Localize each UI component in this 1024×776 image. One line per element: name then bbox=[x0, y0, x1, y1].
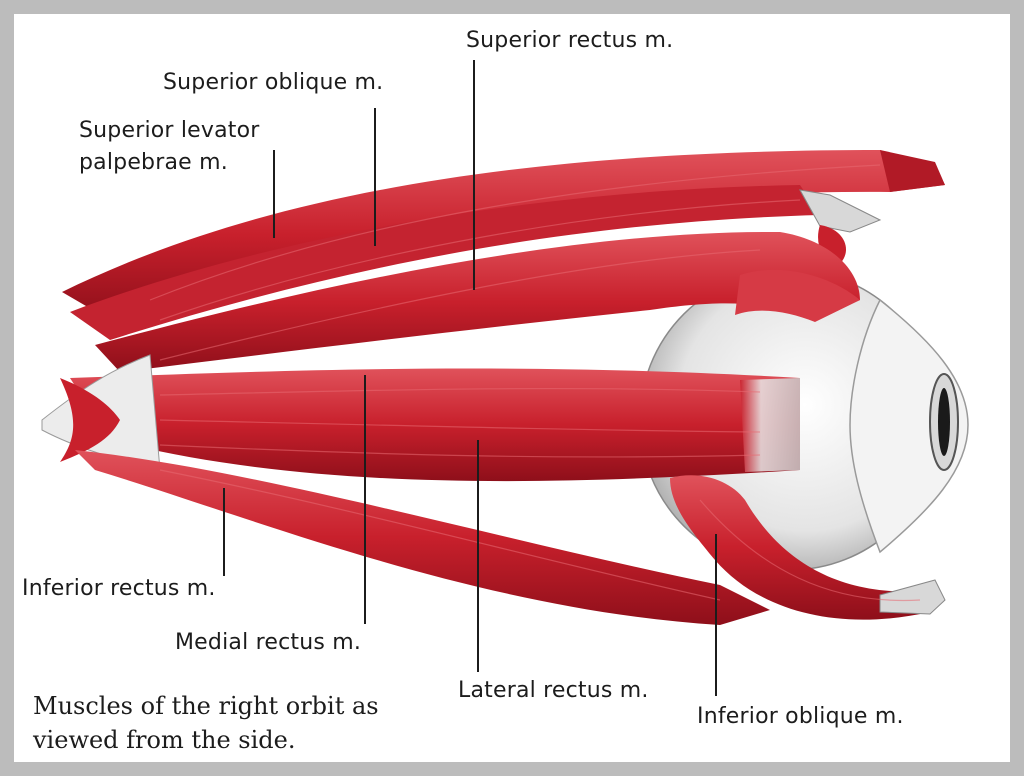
superior-rectus-muscle bbox=[95, 231, 860, 372]
inferior-rectus-muscle bbox=[75, 450, 770, 625]
label-lateral-rectus: Lateral rectus m. bbox=[458, 678, 649, 703]
leader-lines bbox=[223, 60, 717, 696]
caption-line1: Muscles of the right orbit as bbox=[33, 692, 379, 720]
label-superior-rectus: Superior rectus m. bbox=[466, 28, 674, 53]
cornea bbox=[849, 298, 969, 554]
label-medial-rectus: Medial rectus m. bbox=[175, 630, 362, 655]
label-inferior-rectus: Inferior rectus m. bbox=[22, 576, 216, 601]
label-levator-line1: Superior levator bbox=[79, 118, 260, 143]
muscle-striations bbox=[149, 164, 921, 602]
caption-line2: viewed from the side. bbox=[33, 726, 296, 754]
label-superior-oblique: Superior oblique m. bbox=[163, 70, 384, 95]
label-inferior-oblique: Inferior oblique m. bbox=[697, 704, 904, 729]
inferior-oblique-muscle bbox=[670, 475, 946, 620]
pupil-center bbox=[938, 388, 950, 456]
annulus-of-zinn bbox=[41, 354, 161, 471]
label-levator-line2: palpebrae m. bbox=[79, 150, 228, 175]
lateral-rectus-muscle bbox=[70, 368, 800, 482]
